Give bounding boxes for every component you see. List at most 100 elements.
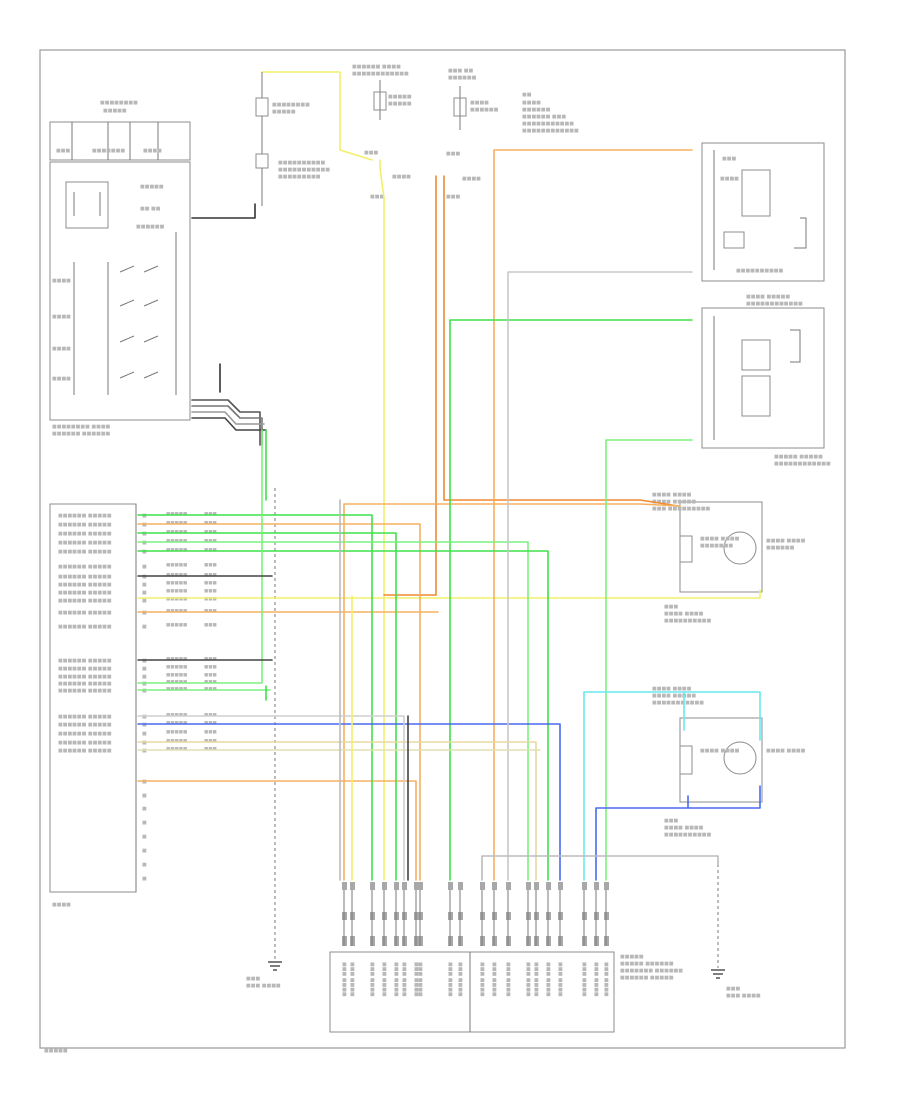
- pin-label: ■■■ ■■■■: [545, 962, 551, 997]
- wire-code: ■■■■■: [166, 730, 187, 735]
- svg-text:■■■■■ ■■■■■■: ■■■■■ ■■■■■■: [620, 961, 674, 967]
- svg-text:■■■■■: ■■■■■: [272, 109, 296, 115]
- wire-circuit: ■■■: [204, 589, 217, 594]
- radio-pin-number: ■: [142, 658, 147, 664]
- svg-text:■■■■ ■■■■: ■■■■ ■■■■: [652, 686, 692, 692]
- radio-pin-number: ■: [142, 681, 147, 687]
- svg-text:■■■■■■: ■■■■■■: [766, 545, 795, 551]
- svg-text:■■■■■: ■■■■■: [103, 108, 127, 114]
- connector-pin: [526, 882, 531, 890]
- radio-pin-number: ■: [142, 779, 147, 785]
- connector-pin: [604, 882, 609, 890]
- connector-pin: [414, 882, 419, 890]
- svg-text:■■■■■■■■■■: ■■■■■■■■■■: [278, 160, 326, 166]
- svg-text:■■■: ■■■: [446, 194, 460, 200]
- radio-pin-label: ■■■■■■ ■■■■■: [58, 688, 112, 694]
- connector-pin: [558, 882, 563, 890]
- connector-pins: ■■■ ■■■■ ■■■ ■■■■ ■■■ ■■■■ ■■■ ■■■■ ■■■ ■■■■…: [341, 882, 609, 997]
- radio-module: ■■■■: [49, 503, 137, 908]
- radio-pin-label: ■■■■■■ ■■■■■: [58, 513, 112, 519]
- radio-pin-label: ■■■■■■ ■■■■■: [58, 549, 112, 555]
- svg-text:■■■■■■■■■■■■: ■■■■■■■■■■■■: [522, 128, 579, 134]
- green-radio4-wire: [137, 550, 549, 881]
- radio-pin-number: ■: [142, 834, 147, 840]
- svg-text:■■■■: ■■■■: [470, 100, 489, 106]
- pin-label: ■■■ ■■■■: [581, 962, 587, 997]
- green-feed-wire: [449, 319, 693, 881]
- beige-radio1-wire: [137, 741, 537, 881]
- svg-text:■■■■■■ ■■■: ■■■■■■ ■■■: [522, 114, 566, 120]
- pin-label: ■■■ ■■■■: [413, 962, 419, 997]
- svg-text:■■■■■■: ■■■■■■: [470, 107, 499, 113]
- connector-pin: [370, 882, 375, 890]
- svg-text:■■■■■■■■■■■: ■■■■■■■■■■■: [652, 700, 704, 706]
- svg-text:■■■■ ■■■■: ■■■■ ■■■■: [664, 825, 704, 831]
- switch-harness: [191, 203, 267, 446]
- wire-code: ■■■■■: [166, 581, 187, 586]
- connector-pin: [382, 882, 387, 890]
- svg-text:■■■■■■■■ ■■■■: ■■■■■■■■ ■■■■: [52, 424, 111, 430]
- pin-label: ■■■ ■■■■: [491, 962, 497, 997]
- svg-text:■■■■■■■■■■: ■■■■■■■■■■: [664, 832, 712, 838]
- radio-pin-label: ■■■■■■ ■■■■■: [58, 731, 112, 737]
- pin-label: ■■■ ■■■■: [533, 962, 539, 997]
- svg-text:■■■■: ■■■■: [522, 100, 541, 106]
- radio-pin-label: ■■■■■■ ■■■■■: [58, 714, 112, 720]
- svg-text:■■■■■■■■■■■■: ■■■■■■■■■■■■: [774, 461, 831, 467]
- svg-text:■■■■: ■■■■: [392, 174, 411, 180]
- connector-pin: [350, 882, 355, 890]
- radio-pin-number: ■: [142, 806, 147, 812]
- radio-pin-labels: ■■■■■■ ■■■■■■■■■■■■■■■■■■■■ ■■■■■■■■■■■■…: [58, 512, 217, 882]
- connector-pin: [448, 882, 453, 890]
- green-radio3-wire: [137, 541, 529, 881]
- radio-pin-label: ■■■■■■ ■■■■■: [58, 748, 112, 754]
- connector-pin: [394, 882, 399, 890]
- svg-text:■■■■■■■■■■: ■■■■■■■■■■: [736, 268, 784, 274]
- orange-long-wire: [493, 149, 693, 881]
- fuse-block-radio: ■■■ ■■ ■■■■■■ ■■■■ ■■■■■■ ■■■ ■■■■ ■■■: [446, 68, 499, 200]
- fuse-block-top: ■■■■■■■■ ■■■■■ ■■■■■■■■■■ ■■■■■■■■■■■ ■■…: [255, 71, 373, 206]
- pin-label: ■■■ ■■■■: [341, 962, 347, 997]
- left-front-speaker-assembly: ■■■ ■■■■ ■■■■■■■■■■: [701, 142, 825, 282]
- radio-pin-number: ■: [142, 862, 147, 868]
- radio-pin-number: ■: [142, 714, 147, 720]
- ground-right: ■■■ ■■■ ■■■■: [711, 864, 761, 999]
- pin-label: ■■■ ■■■■: [447, 962, 453, 997]
- radio-pin-label: ■■■■■■ ■■■■■: [58, 658, 112, 664]
- svg-text:■■■■■: ■■■■■: [620, 954, 644, 960]
- pin-label: ■■■ ■■■■: [593, 962, 599, 997]
- svg-text:■■■■■■ ■■■■■■: ■■■■■■ ■■■■■■: [52, 431, 111, 437]
- radio-pin-number: ■: [142, 522, 147, 528]
- wire-code: ■■■■■: [166, 665, 187, 670]
- connector-pin: [506, 882, 511, 890]
- cyan-rr-wire: [583, 691, 761, 881]
- bottom-connector-block: ■■■■■ ■■■■■ ■■■■■■ ■■■■■■■ ■■■■■■ ■■■■■■…: [329, 951, 683, 1033]
- radio-pin-number: ■: [142, 793, 147, 799]
- wire-circuit: ■■■: [204, 665, 217, 670]
- svg-text:■■■■ ■■■■: ■■■■ ■■■■: [700, 536, 740, 542]
- svg-text:■■■■■■■■■■■■: ■■■■■■■■■■■■: [352, 71, 409, 77]
- svg-text:■■■: ■■■: [726, 986, 740, 992]
- green-radio5-wire: [137, 429, 271, 691]
- radio-pin-label: ■■■■■■ ■■■■■: [58, 531, 112, 537]
- radio-pin-number: ■: [142, 731, 147, 737]
- radio-pin-label: ■■■■■■ ■■■■■: [58, 598, 112, 604]
- svg-text:■■■■ ■■■■: ■■■■ ■■■■: [652, 492, 692, 498]
- pin-label: ■■■ ■■■■: [505, 962, 511, 997]
- radio-pin-number: ■: [142, 549, 147, 555]
- radio-pin-label: ■■■■■■ ■■■■■: [58, 590, 112, 596]
- grey-feed-wire: [507, 271, 693, 881]
- right-front-speaker-assembly: ■■■■ ■■■■■ ■■■■■■■■■■■■ ■■■■■ ■■■■■ ■■■■…: [701, 294, 831, 467]
- wire-code: ■■■■■: [166, 597, 187, 602]
- wire-circuit: ■■■: [204, 730, 217, 735]
- pin-label: ■■■ ■■■■: [603, 962, 609, 997]
- radio-pin-number: ■: [142, 531, 147, 537]
- wire-code: ■■■■■: [166, 673, 187, 678]
- connector-pin: [402, 882, 407, 890]
- svg-text:■■■■: ■■■■: [52, 376, 71, 382]
- svg-text:■■■ ■■: ■■■ ■■: [448, 68, 473, 74]
- orange-radio-wire: [137, 523, 421, 881]
- svg-text:■■■■■■■: ■■■■■■■: [700, 543, 733, 549]
- orange-feed-wire: [383, 175, 437, 596]
